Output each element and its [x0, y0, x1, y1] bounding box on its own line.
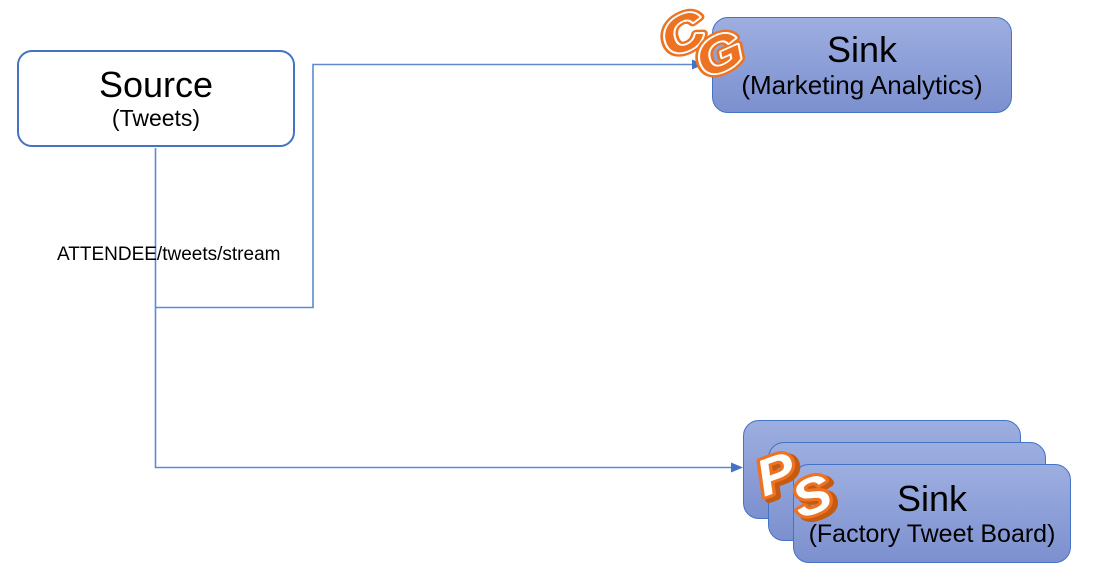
source-subtitle: (Tweets)	[111, 104, 201, 131]
source-title: Source	[98, 64, 214, 106]
node-sink-marketing: Sink (Marketing Analytics)	[712, 17, 1012, 113]
connector-source-to-marketing-sink	[155, 59, 704, 309]
connector-source-to-factory-sink	[154, 148, 743, 473]
sink-marketing-subtitle: (Marketing Analytics)	[741, 69, 983, 100]
cg-logo-icon: C C G G	[647, 0, 756, 93]
ps-logo-icon: P P S S	[745, 438, 848, 537]
node-source: Source (Tweets)	[17, 50, 295, 147]
sink-factory-title: Sink	[896, 478, 968, 520]
node-sink-factory: Sink (Factory Tweet Board)	[793, 464, 1071, 563]
edge-label: ATTENDEE/tweets/stream	[57, 244, 281, 265]
svg-text:S: S	[784, 463, 839, 529]
sink-factory-subtitle: (Factory Tweet Board)	[808, 519, 1056, 548]
sink-marketing-title: Sink	[826, 29, 898, 71]
